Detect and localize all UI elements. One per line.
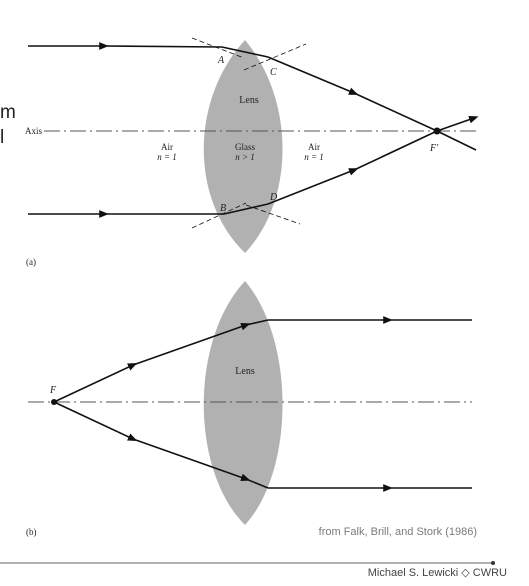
medium-right-name: Air xyxy=(308,142,320,152)
medium-left-index: n = 1 xyxy=(157,152,177,162)
lower-ray xyxy=(28,115,479,218)
point-b-label: B xyxy=(220,203,226,214)
panel-a: Lens Axis Air n = 1 Glass n > 1 Air n = … xyxy=(25,37,479,267)
point-c-label: C xyxy=(270,67,277,78)
panel-b-label: (b) xyxy=(26,527,37,537)
point-a-label: A xyxy=(217,55,225,66)
normal-line-a xyxy=(191,37,245,59)
footer-rule-end xyxy=(491,561,495,565)
panel-b: Lens F (b) xyxy=(26,281,472,537)
focal-point-label: F′ xyxy=(429,143,439,154)
cropped-text-fragment: m xyxy=(0,102,16,123)
focal-point-a xyxy=(433,127,441,135)
upper-ray xyxy=(28,42,477,151)
footer-author: Michael S. Lewicki ◇ CWRU xyxy=(367,567,507,579)
cropped-text-fragment: l xyxy=(0,127,5,148)
lens-label: Lens xyxy=(235,366,255,377)
upper-ray-b xyxy=(53,316,472,403)
source-credit: from Falk, Brill, and Stork (1986) xyxy=(318,526,477,538)
focal-point-label: F xyxy=(49,385,57,396)
lens-label: Lens xyxy=(239,95,259,106)
panel-a-label: (a) xyxy=(26,257,36,267)
lens-b xyxy=(203,281,283,525)
medium-center-name: Glass xyxy=(235,142,255,152)
axis-label: Axis xyxy=(25,126,43,136)
point-d-label: D xyxy=(269,192,278,203)
lower-ray-b xyxy=(53,401,472,492)
normal-line-c xyxy=(243,43,307,71)
normal-line-d xyxy=(245,204,301,225)
medium-left-name: Air xyxy=(161,142,173,152)
lens-a xyxy=(203,40,283,253)
medium-right-index: n = 1 xyxy=(304,152,324,162)
normal-line-b xyxy=(191,202,247,229)
medium-center-index: n > 1 xyxy=(235,152,255,162)
focal-point-b xyxy=(51,399,57,405)
